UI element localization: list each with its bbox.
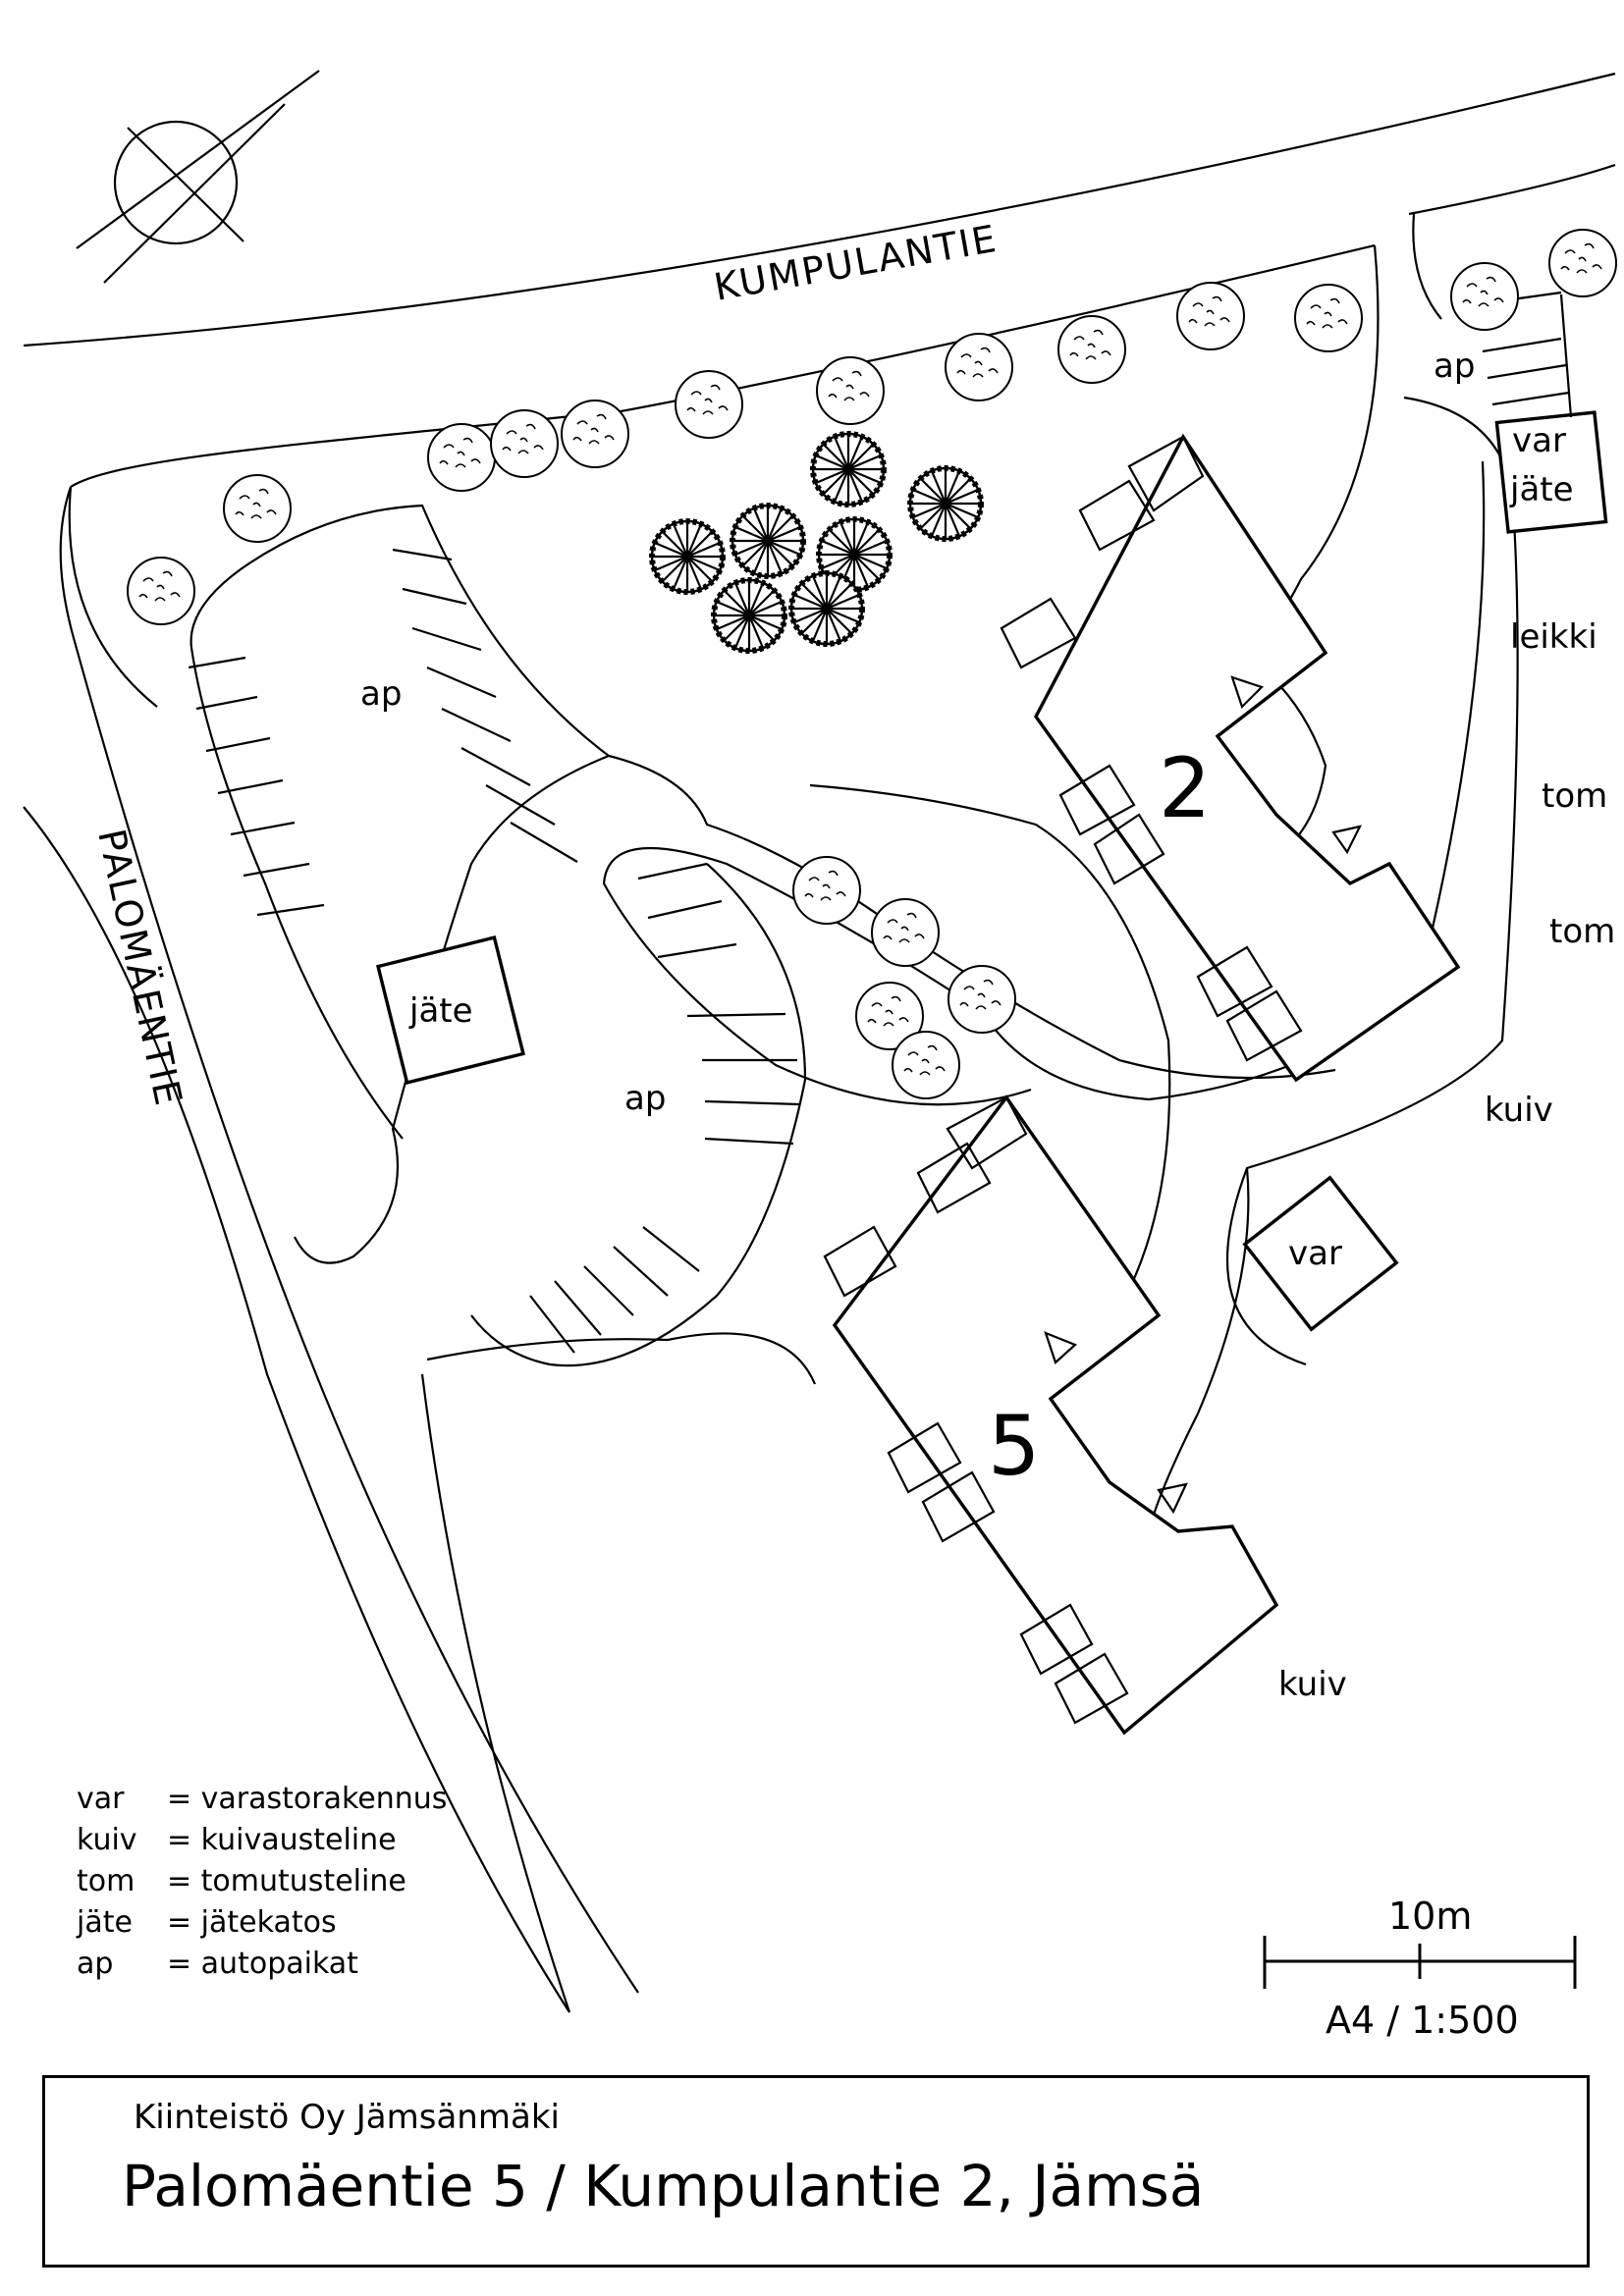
road-label-north: KUMPULANTIE: [711, 217, 1001, 309]
tree-icon: [490, 409, 559, 478]
storage-building-center: var: [1242, 1175, 1399, 1332]
label-var-ne: var: [1512, 421, 1566, 460]
tree-icon: [652, 521, 723, 592]
label-kuiv-1: kuiv: [1485, 1091, 1553, 1130]
road-label-west: PALOMÄENTIE: [89, 826, 190, 1111]
entrance-triangle-icon: [1157, 1482, 1188, 1515]
title-block: Kiinteistö Oy Jämsänmäki Palomäentie 5 /…: [42, 2075, 1590, 2268]
building-2: 2: [1000, 433, 1461, 1083]
tree-icon: [675, 370, 743, 439]
building-5-number: 5: [988, 1398, 1040, 1494]
legend-desc: = jätekatos: [167, 1905, 337, 1940]
tree-icon: [813, 434, 884, 505]
entrance-triangle-icon: [1044, 1331, 1078, 1364]
tree-icon: [947, 965, 1016, 1034]
legend-desc: = tomutusteline: [167, 1864, 406, 1898]
label-tom-1: tom: [1542, 776, 1607, 816]
building-2-number: 2: [1159, 740, 1211, 836]
label-jate-ne: jäte: [1509, 470, 1574, 509]
legend-desc: = kuivausteline: [167, 1823, 397, 1857]
tree-icon: [1548, 229, 1617, 297]
legend: var = varastorakennus kuiv = kuivausteline…: [77, 1779, 447, 1985]
scale-paper: A4 / 1:500: [1326, 1999, 1519, 2042]
owner-name: Kiinteistö Oy Jämsänmäki: [134, 2098, 560, 2137]
building-5: 5: [823, 1095, 1279, 1735]
legend-row: var = varastorakennus: [77, 1779, 447, 1820]
legend-row: kuiv = kuivausteline: [77, 1820, 447, 1861]
label-kuiv-2: kuiv: [1278, 1665, 1347, 1704]
north-arrow-icon: [76, 70, 320, 284]
tree-icon: [945, 333, 1013, 401]
site-address: Palomäentie 5 / Kumpulantie 2, Jämsä: [122, 2153, 1205, 2219]
tree-icon: [427, 423, 496, 492]
tree-icon: [1450, 262, 1519, 331]
label-jate-west: jäte: [408, 991, 473, 1031]
tree-icon: [1057, 315, 1126, 384]
tree-icon: [1176, 282, 1245, 350]
tree-icon: [561, 400, 629, 468]
tree-icon: [816, 356, 885, 425]
label-tom-2: tom: [1549, 912, 1615, 951]
legend-row: tom = tomutusteline: [77, 1861, 447, 1902]
scale-bar: [1263, 1936, 1577, 1989]
tree-icon: [791, 573, 862, 644]
tree-icon: [871, 898, 940, 967]
label-ap-south: ap: [624, 1079, 666, 1118]
parking-area-north: [188, 504, 612, 1264]
label-var-center: var: [1288, 1234, 1342, 1273]
legend-desc: = autopaikat: [167, 1947, 358, 1981]
label-ap-north: ap: [360, 674, 402, 714]
label-ap-ne: ap: [1434, 347, 1475, 386]
legend-abbr: jäte: [77, 1905, 133, 1940]
tree-icon: [223, 474, 292, 543]
legend-row: ap = autopaikat: [77, 1944, 447, 1985]
scale-distance: 10m: [1388, 1895, 1473, 1938]
tree-icon: [127, 557, 195, 625]
legend-abbr: kuiv: [77, 1823, 137, 1857]
legend-abbr: var: [77, 1782, 125, 1816]
tree-icon: [1294, 284, 1363, 352]
tree-icon: [892, 1031, 960, 1099]
legend-abbr: ap: [77, 1947, 114, 1981]
tree-icon: [910, 468, 981, 539]
tree-icon: [714, 580, 785, 651]
legend-abbr: tom: [77, 1864, 135, 1898]
legend-row: jäte = jätekatos: [77, 1902, 447, 1944]
waste-shelter-west: jäte: [375, 934, 526, 1086]
entrance-triangle-icon: [1331, 825, 1363, 855]
parking-area-south: [470, 862, 807, 1367]
legend-desc: = varastorakennus: [167, 1782, 448, 1816]
tree-icon: [792, 856, 861, 925]
tree-icon: [732, 506, 803, 576]
entrance-triangle-icon: [1230, 675, 1265, 710]
storage-waste-ne: var jäte: [1482, 291, 1608, 534]
label-leikki: leikki: [1510, 617, 1597, 657]
